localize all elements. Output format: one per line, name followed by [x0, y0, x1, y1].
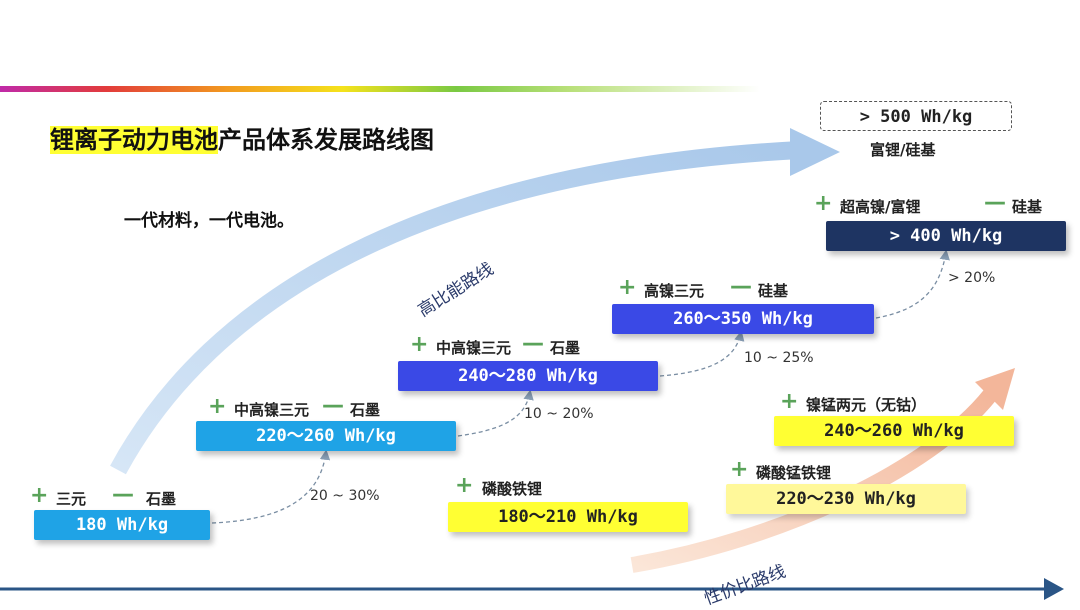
n3-minus-icon: — — [522, 331, 544, 356]
n3-value-box: 240～280 Wh/kg — [398, 361, 658, 391]
increment-1: 20 ~ 30% — [310, 488, 380, 504]
n5-value-box: > 400 Wh/kg — [826, 221, 1066, 251]
n5-anode-label: 硅基 — [1012, 198, 1043, 216]
timeline-axis-arrowhead — [1044, 578, 1064, 600]
y3-value-box: 240～260 Wh/kg — [774, 416, 1014, 446]
connector-4 — [875, 249, 950, 319]
n1-value-box: 180 Wh/kg — [34, 510, 210, 540]
n6-caption: 富锂/硅基 — [870, 141, 936, 159]
y2-plus-icon: + — [730, 457, 749, 482]
y1-plus-icon: + — [455, 473, 474, 498]
n2-plus-icon: + — [208, 394, 227, 419]
rainbow-header-bar — [0, 86, 760, 92]
n1-minus-icon: — — [112, 482, 134, 507]
y2-value-box: 220～230 Wh/kg — [726, 484, 966, 514]
connector-2 — [457, 389, 534, 437]
n3-anode-label: 石墨 — [550, 339, 581, 357]
n5-minus-icon: — — [984, 190, 1006, 215]
cost-route-arrowhead — [975, 368, 1015, 410]
n3-cathode-label: 中高镍三元 — [436, 339, 512, 357]
page-title: 锂离子动力电池产品体系发展路线图 — [50, 120, 434, 155]
n4-plus-icon: + — [618, 275, 637, 300]
n1-cathode-label: 三元 — [56, 490, 87, 508]
n4-cathode-label: 高镍三元 — [644, 282, 705, 300]
n4-value-box: 260～350 Wh/kg — [612, 304, 874, 334]
high-energy-route-arrow — [110, 141, 801, 475]
n3-plus-icon: + — [410, 332, 429, 357]
title-highlight: 锂离子动力电池 — [50, 126, 218, 154]
n6-value-box: > 500 Wh/kg — [820, 101, 1012, 131]
n5-plus-icon: + — [814, 191, 833, 216]
n2-cathode-label: 中高镍三元 — [234, 401, 310, 419]
y3-plus-icon: + — [780, 389, 799, 414]
n2-minus-icon: — — [322, 393, 344, 418]
subtitle: 一代材料，一代电池。 — [124, 211, 294, 231]
n2-value-box: 220～260 Wh/kg — [196, 421, 456, 451]
n1-plus-icon: + — [30, 483, 49, 508]
connector-3 — [659, 330, 745, 377]
n1-anode-label: 石墨 — [146, 490, 177, 508]
y1-value-box: 180～210 Wh/kg — [448, 502, 688, 532]
n4-minus-icon: — — [730, 274, 752, 299]
n4-anode-label: 硅基 — [758, 282, 789, 300]
y1-label: 磷酸铁锂 — [482, 480, 543, 498]
connector-1 — [211, 449, 331, 524]
increment-2: 10 ~ 20% — [524, 406, 594, 422]
n5-cathode-label: 超高镍/富锂 — [840, 198, 921, 216]
y3-label: 镍锰两元（无钴） — [806, 396, 927, 414]
title-rest: 产品体系发展路线图 — [218, 126, 434, 154]
n2-anode-label: 石墨 — [350, 401, 381, 419]
high-energy-route-arrowhead — [790, 128, 840, 176]
increment-3: 10 ~ 25% — [744, 350, 814, 366]
y2-label: 磷酸锰铁锂 — [756, 464, 832, 482]
increment-4: > 20% — [948, 270, 996, 286]
